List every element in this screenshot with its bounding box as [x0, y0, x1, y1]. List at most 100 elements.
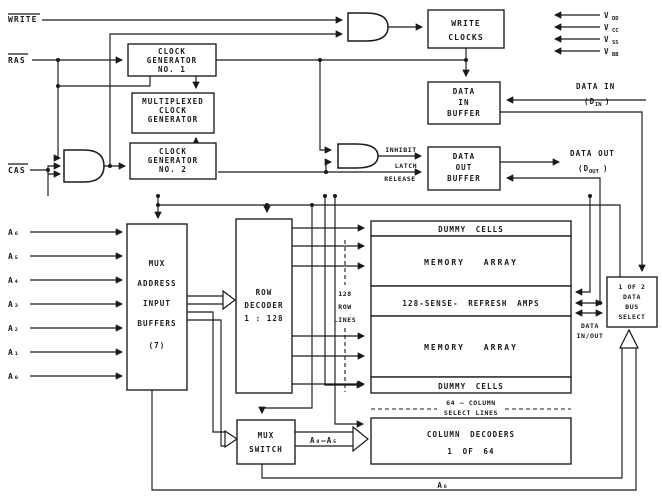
write-clocks-box — [427, 9, 505, 49]
junction-dots — [46, 58, 602, 305]
mux-address-input-buffers-label: ADDRESS — [137, 279, 176, 288]
address-inputs: A₆ A₅ A₄ A₃ A₂ A₁ A₀ — [8, 228, 20, 381]
dib-to-bsel — [500, 111, 646, 273]
vss-label: V — [604, 35, 610, 44]
multiplexed-clock-generator-label: GENERATOR — [148, 115, 199, 124]
clock-generator-2-block: CLOCK GENERATOR NO. 2 — [129, 142, 217, 180]
clock-generator-1-box — [127, 43, 217, 77]
signal-labels: WRITE RAS CAS INHIBIT LATCH RELEASE DATA… — [8, 15, 615, 490]
inhibit-label: INHIBIT — [385, 146, 417, 154]
cg1-feedback — [58, 76, 151, 87]
memory-array-top-label: MEMORY ARRAY — [424, 258, 518, 267]
data-in-buffer-label: IN — [458, 98, 469, 107]
row-decoder-block: ROW DECODER 1 : 128 — [235, 218, 293, 394]
data-out-pin-label: ) — [603, 164, 609, 173]
mux-switch-box — [236, 419, 296, 465]
bottom-line — [151, 348, 637, 491]
multiplexed-clock-generator-block: MULTIPLEXED CLOCK GENERATOR — [131, 92, 215, 134]
mux-address-input-buffers-box — [126, 223, 188, 391]
data-in-pin-subscript: IN — [595, 102, 602, 108]
data-bus-select-label: 1 OF 2 — [618, 283, 645, 291]
write-data-to-sense — [574, 196, 591, 296]
data-inout-label: IN/OUT — [576, 332, 603, 340]
mux-address-input-buffers-label: BUFFERS — [137, 319, 176, 328]
bus-to-column-decoders — [295, 431, 353, 447]
mux-address-input-buffers-label: (7) — [149, 341, 166, 350]
overline-marks — [8, 13, 40, 165]
data-out-buffer-label: OUT — [456, 163, 473, 172]
bus-arrow-to-bus-select — [619, 328, 639, 349]
data-in-label: DATA IN — [576, 82, 615, 91]
bus-to-dob — [505, 174, 601, 303]
write-clocks-label: WRITE — [451, 19, 481, 28]
data-bus-select-box — [606, 276, 658, 328]
row-decoder-label: ROW — [256, 288, 273, 297]
clock-generator-2-label: NO. 2 — [159, 165, 187, 174]
cas-stub — [30, 169, 49, 196]
data-out-pin-subscript: OUT — [589, 169, 600, 175]
write-clocks-label: CLOCKS — [448, 33, 484, 42]
clock-to-dummy-bottom — [324, 196, 365, 389]
column-select-label: SELECT LINES — [444, 409, 498, 417]
address-a0-label: A₀ — [8, 372, 20, 381]
data-inout-label: DATA — [581, 322, 599, 330]
data-out-buffer-block: DATA OUT BUFFER — [427, 146, 501, 191]
a6-line-from-mux-switch — [261, 348, 623, 479]
clock-generator-1-label: NO. 1 — [158, 65, 186, 74]
multiplexed-clock-generator-label: CLOCK — [159, 106, 187, 115]
clock-generator-2-box — [129, 142, 217, 180]
data-out-buffer-box — [427, 146, 501, 191]
column-select-label: 64 — COLUMN — [446, 399, 496, 407]
bus-arrow-to-column-decoders — [352, 425, 369, 453]
data-in-buffer-label: BUFFER — [447, 109, 481, 118]
column-select-annotation: 64 — COLUMN SELECT LINES — [444, 399, 498, 417]
bus-to-row-decoder — [187, 295, 223, 305]
column-decoders-box — [370, 417, 572, 465]
address-a6-label: A₆ — [8, 228, 20, 237]
address-a2-label: A₂ — [8, 324, 20, 333]
data-bus-select-label: DATA — [623, 293, 641, 301]
write-clocks-block: WRITE CLOCKS — [427, 9, 505, 49]
address-a5-label: A₅ — [8, 252, 20, 261]
clock-generator-2-label: CLOCK — [159, 147, 187, 156]
data-out-buffer-label: BUFFER — [447, 174, 481, 183]
memory-array-bottom-label: MEMORY ARRAY — [424, 343, 518, 352]
mux-address-input-buffers-label: INPUT — [143, 299, 171, 308]
row-lines-label: ROW — [338, 303, 352, 311]
multiplexed-clock-generator-box — [131, 92, 215, 134]
clock-generator-1-label: GENERATOR — [147, 56, 198, 65]
data-in-pin-label: ) — [605, 97, 611, 106]
mux-switch-label: MUX — [258, 431, 275, 440]
address-a4-label: A₄ — [8, 276, 20, 285]
data-out-pin-label: (D — [578, 164, 589, 173]
mux-switch-block: MUX SWITCH — [236, 419, 296, 465]
gate1-input2 — [109, 30, 344, 166]
dummy-cells-bottom-box — [370, 376, 572, 394]
latch-branch-to-gate3 — [324, 158, 333, 172]
column-decoders-label: 1 OF 64 — [447, 447, 494, 456]
ras-branch-to-gate2 — [53, 60, 62, 162]
vcc-label: V — [604, 23, 610, 32]
mux-switch-label: SWITCH — [249, 445, 283, 454]
vcc-subscript: CC — [612, 28, 619, 34]
latch-label: LATCH — [395, 162, 418, 170]
bus-arrow-to-mux-switch — [224, 429, 239, 449]
column-decoders-block: COLUMN DECODERS 1 OF 64 — [370, 417, 572, 465]
memory-stack: DUMMY CELLS MEMORY ARRAY 128-SENSE- REFR… — [370, 220, 572, 394]
ras-signal-label: RAS — [8, 56, 26, 65]
cas-signal-label: CAS — [8, 166, 26, 175]
column-decoders-label: COLUMN DECODERS — [427, 430, 515, 439]
data-out-buffer-label: DATA — [453, 152, 475, 161]
sense-refresh-amps-box — [370, 285, 572, 317]
mux-address-input-buffers-label: MUX — [149, 259, 166, 268]
bus-arrowheads — [222, 289, 639, 453]
row-lines-label: 128 — [338, 290, 352, 298]
row-lines-label: LINES — [334, 316, 357, 324]
a0-a5-bus-label: A₀–A₅ — [310, 436, 338, 445]
release-label: RELEASE — [384, 175, 416, 183]
row-decoder-label: 1 : 128 — [244, 314, 283, 323]
bus-to-mux-switch — [187, 311, 225, 447]
vbb-label: V — [604, 47, 610, 56]
